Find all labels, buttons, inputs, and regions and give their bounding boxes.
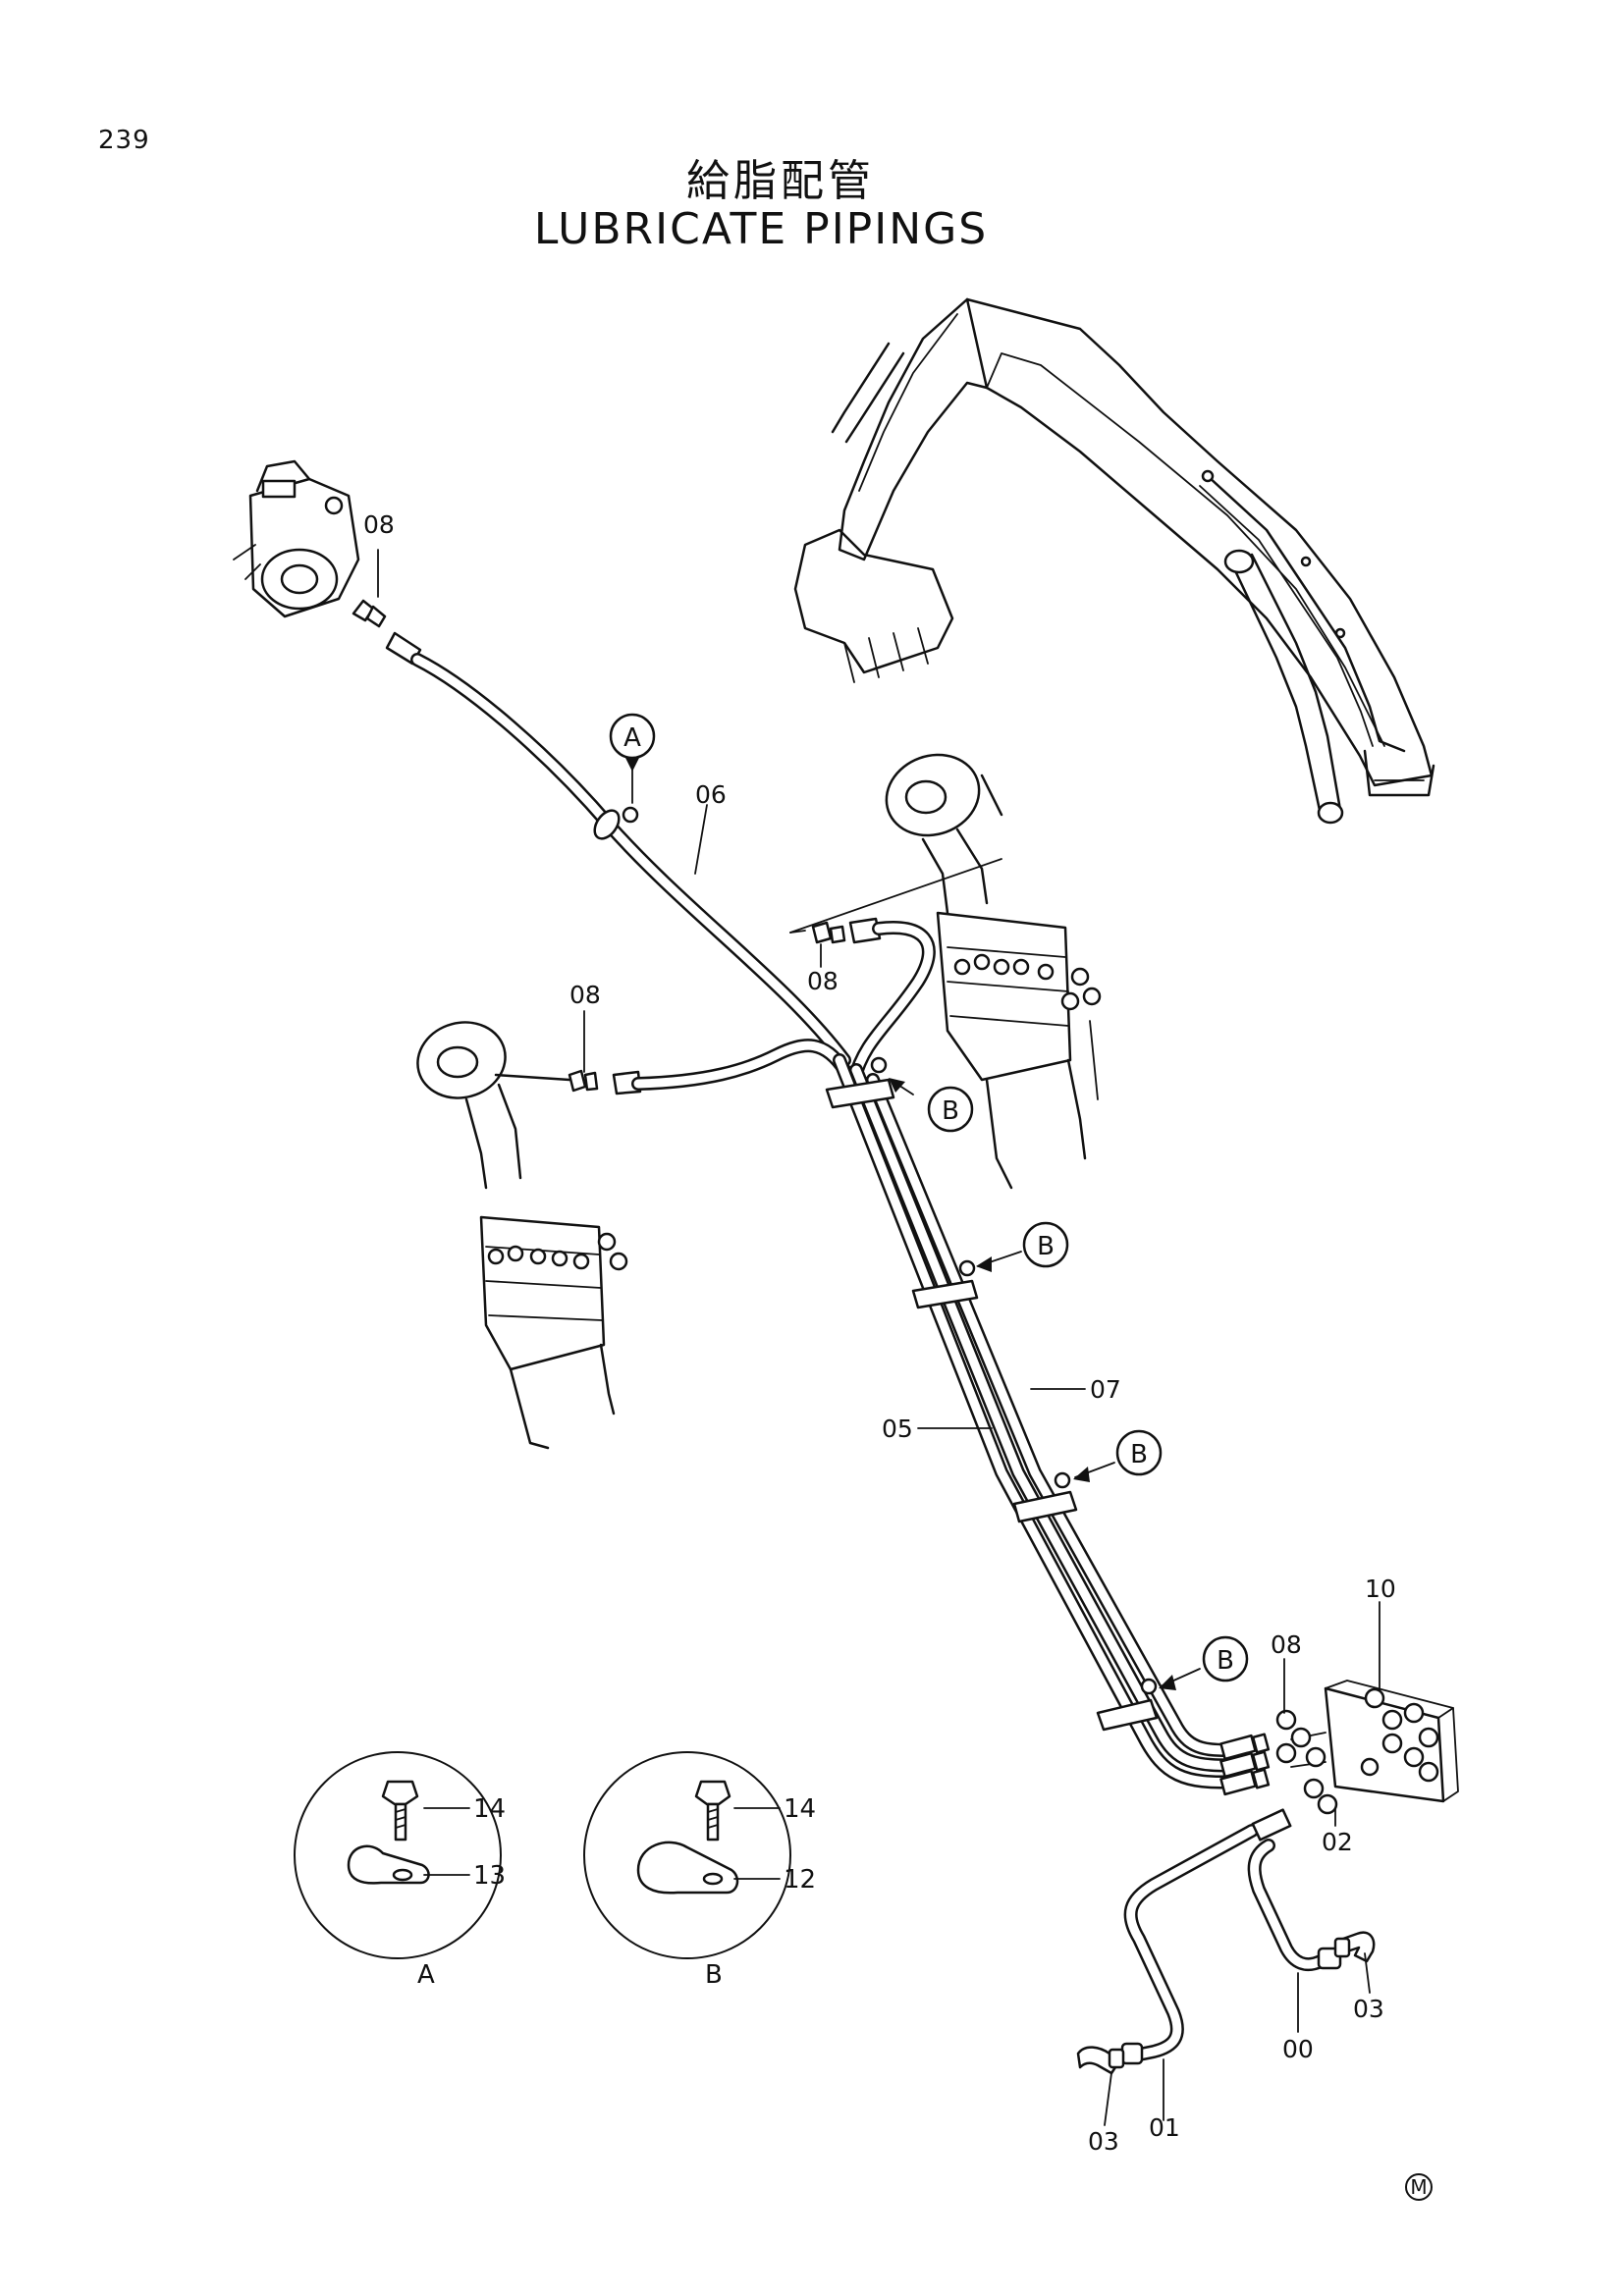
arm-pin-boss-illustration xyxy=(233,459,360,618)
label-03-left: 03 xyxy=(1088,2127,1119,2156)
label-03-right: 03 xyxy=(1353,1995,1384,2023)
grease-distribution-block-10 xyxy=(1275,1680,1459,1815)
callout-b-letter-2: B xyxy=(1037,1232,1055,1261)
mark-letter: M xyxy=(1410,2175,1427,2199)
circled-m-mark: M xyxy=(1405,2173,1433,2201)
leader-lines xyxy=(377,549,1380,2126)
detail-a-caption: A xyxy=(417,1960,435,1990)
detail-a-bolt-label: 14 xyxy=(473,1794,506,1824)
label-08-mid: 08 xyxy=(807,967,839,995)
callout-b-marker-3: B xyxy=(1073,1429,1163,1482)
detail-b-bolt-label: 14 xyxy=(784,1794,816,1824)
grease-nipple-fitting xyxy=(352,599,387,628)
label-02: 02 xyxy=(1322,1828,1353,1856)
detail-a-clamp-label: 13 xyxy=(473,1861,506,1891)
callout-b-marker-4: B xyxy=(1159,1635,1249,1690)
callout-a-letter: A xyxy=(623,723,641,753)
hose-right-cylinder xyxy=(847,921,936,1087)
label-05: 05 xyxy=(882,1415,913,1443)
clamp-b-4 xyxy=(1096,1678,1159,1732)
clamp-b-1 xyxy=(825,1056,895,1109)
callout-b-letter-4: B xyxy=(1217,1646,1234,1676)
pipe-00 xyxy=(1247,1839,1342,1972)
title-japanese: 給脂配管 xyxy=(686,156,875,206)
detail-b-clamp-label: 12 xyxy=(784,1865,816,1895)
label-08-top: 08 xyxy=(363,510,395,539)
label-08-block: 08 xyxy=(1271,1630,1302,1659)
fitting-08-mid xyxy=(811,917,882,944)
clamp-b-3 xyxy=(1012,1471,1078,1523)
clamp-a-on-hose xyxy=(593,806,639,840)
hose-left-cylinder xyxy=(631,1039,851,1091)
label-06: 06 xyxy=(695,780,727,809)
label-07: 07 xyxy=(1090,1375,1121,1404)
callout-b-marker-2: B xyxy=(976,1221,1069,1272)
detail-view-b: 14 12 B xyxy=(583,1751,816,1990)
callout-a-marker: A xyxy=(609,713,656,804)
callout-b-letter-3: B xyxy=(1130,1440,1148,1469)
callout-b-letter-1: B xyxy=(942,1096,959,1126)
label-01: 01 xyxy=(1149,2113,1180,2142)
detail-b-caption: B xyxy=(705,1960,723,1990)
excavator-front-attachment-illustration xyxy=(793,297,1435,825)
page-number: 239 xyxy=(98,126,150,155)
hose-06 xyxy=(385,631,851,1067)
fitting-08-left xyxy=(568,1069,642,1095)
callout-b-marker-1: B xyxy=(889,1078,974,1133)
cylinder-head-right-illustration xyxy=(789,753,1102,1190)
label-10: 10 xyxy=(1365,1575,1396,1603)
label-00: 00 xyxy=(1282,2035,1314,2063)
title-english: LUBRICATE PIPINGS xyxy=(533,204,989,254)
elbow-fitting-03-right xyxy=(1333,1931,1376,1963)
detail-view-a: 14 13 A xyxy=(294,1751,506,1990)
clamp-b-2 xyxy=(911,1259,979,1309)
hose-end-fittings xyxy=(1219,1733,1271,1796)
pipe-01 xyxy=(1120,1808,1292,2065)
cylinder-head-left-illustration xyxy=(416,1021,628,1450)
elbow-fitting-03-left xyxy=(1076,2046,1125,2075)
label-08-left: 08 xyxy=(569,981,601,1009)
